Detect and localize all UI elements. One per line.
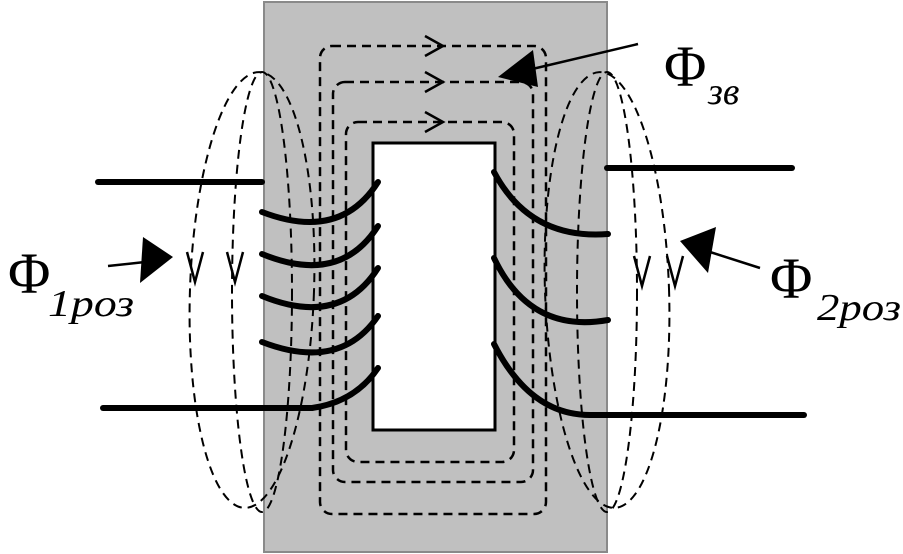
label-phi-zv-symbol: Φ [664, 34, 706, 99]
secondary-winding [491, 165, 807, 418]
pointer-1roz [107, 237, 173, 283]
primary-winding [95, 179, 381, 411]
leakage-arrows-left [185, 251, 245, 287]
label-phi-2roz-symbol: Φ [770, 246, 812, 311]
label-phi-1roz-subscript: 1роз [48, 283, 134, 325]
core-window [371, 141, 497, 432]
label-phi-2roz: Φ 2роз [770, 246, 901, 329]
leakage-arrows-right [632, 255, 685, 291]
label-phi-1roz: Φ 1роз [8, 241, 134, 325]
label-phi-zv-subscript: зв [707, 71, 739, 113]
label-phi-zv: Φ зв [664, 34, 739, 113]
pointer-zv [498, 42, 639, 87]
main-flux-arrows [424, 34, 446, 134]
label-phi-2roz-subscript: 2роз [817, 287, 901, 329]
leakage-flux-left [188, 71, 316, 513]
pointer-2roz [680, 227, 761, 273]
leakage-flux-right [543, 71, 671, 513]
label-phi-1roz-symbol: Φ [8, 241, 50, 306]
